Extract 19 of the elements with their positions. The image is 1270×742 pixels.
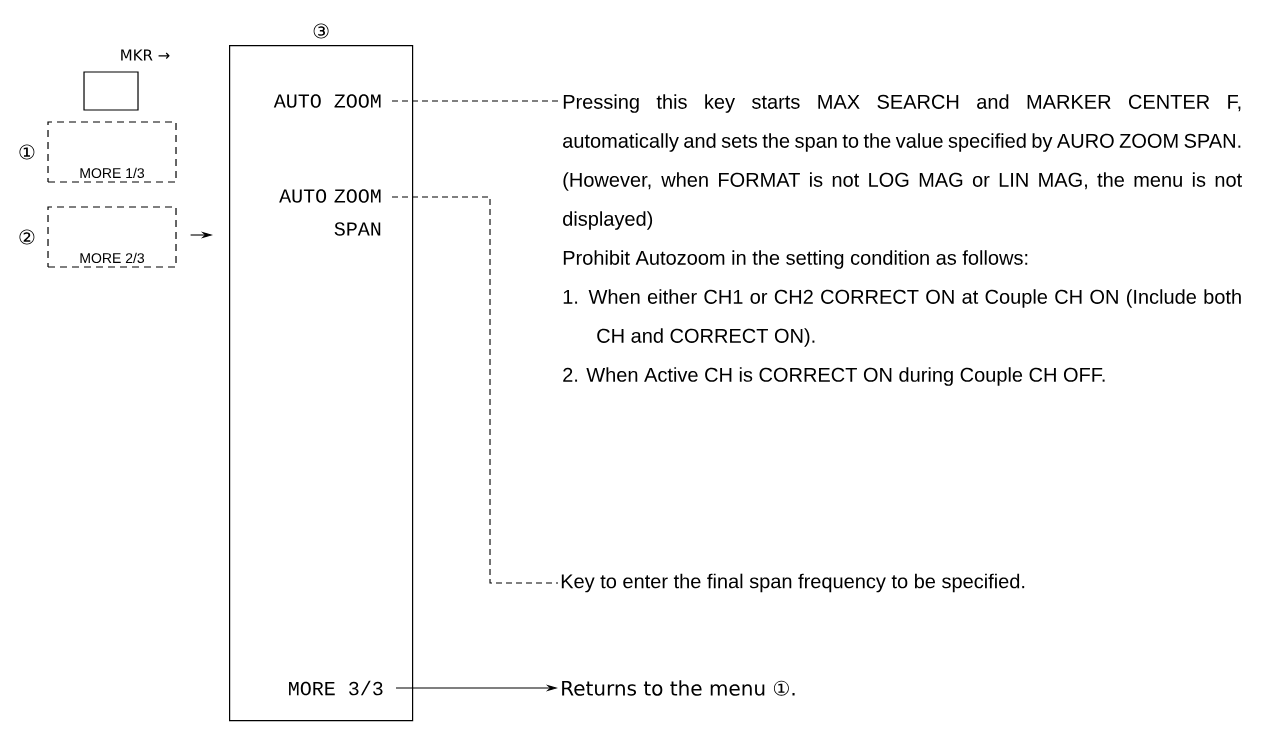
description-text: Returns to the menu ①. [562,680,795,696]
description-text: 2. When Active CH is CORRECT ON during Couple CH OFF. [563,367,1105,386]
description-text: Pressing this key starts MAX SEARCH and MARKER CENTER F, automatically and sets the span to the value specified by AURO ZOOM SPAN. [563,94,1241,152]
node-label: ② [19,229,35,245]
softkey-box: MORE 2/3 ② [19,206,177,268]
description-text: 1. When either CH1 or CH2 CORRECT ON at Couple CH ON (Include both CH and CORRECT ON). [563,289,1241,347]
node-label: ① [19,144,35,160]
node-label: ③ [313,23,329,39]
description-text: Key to enter the final span frequency to be specified. [561,573,1025,593]
softkey-label: AUTO ZOOM [273,94,381,108]
softkey-box: MORE 1/3 ① [19,121,177,183]
description-text: Prohibit Autozoom in the setting condition as follows: [563,250,1028,269]
description-text: (However, when FORMAT is not LOG MAG or LIN MAG, the menu is not displayed) [563,172,1242,230]
softkey-label: MORE 3/3 [289,680,383,696]
softkey-label: AUTO ZOOM SPAN [279,189,381,236]
key-label: MKR → [121,49,170,61]
hard-key [83,71,139,111]
leader-line [391,100,559,102]
leader-line [391,196,559,584]
